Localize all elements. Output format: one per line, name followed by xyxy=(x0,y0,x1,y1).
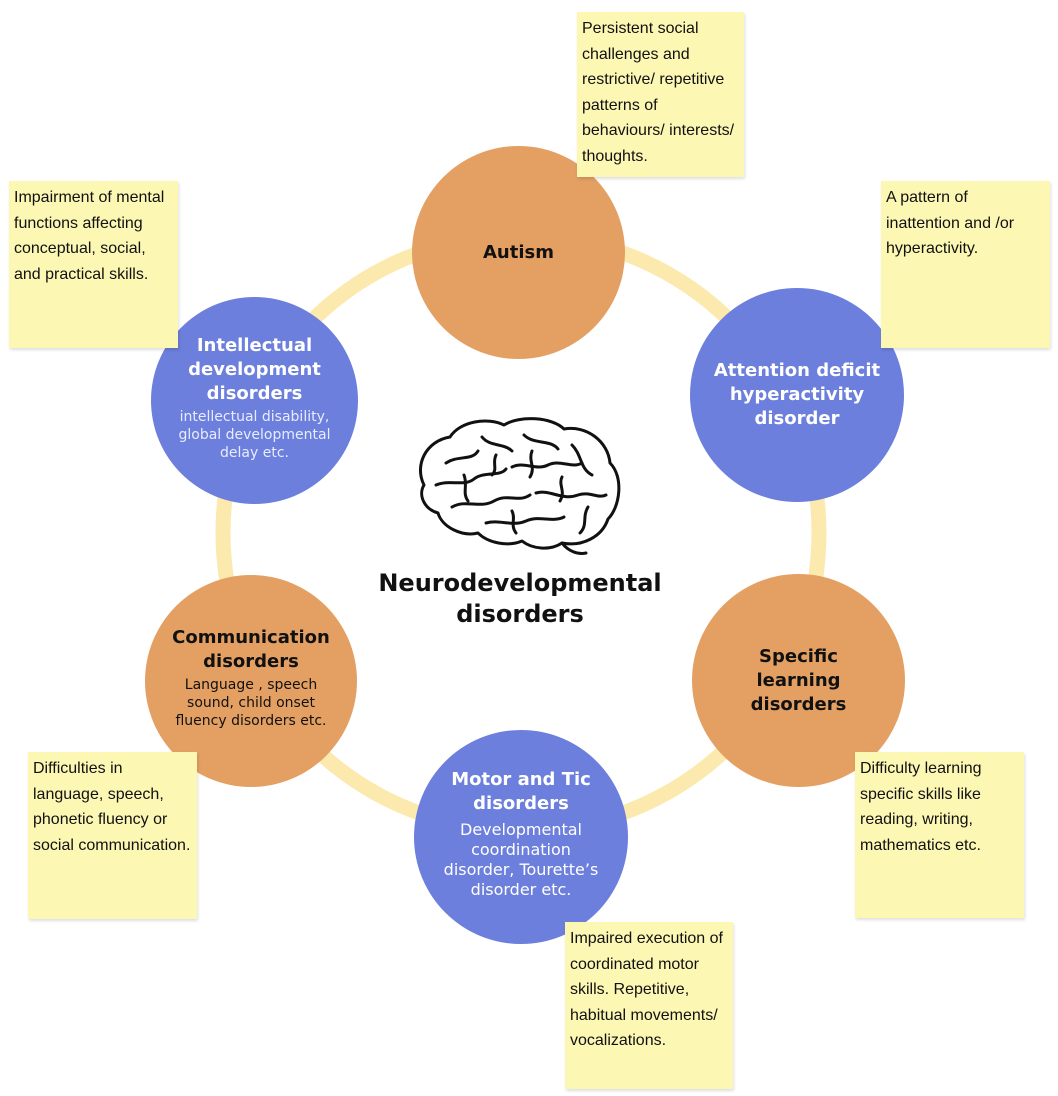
circle-subtitle: Language , speech sound, child onset flu… xyxy=(175,677,327,729)
note-autism: Persistent social challenges and restric… xyxy=(577,12,744,177)
note-communication: Difficulties in language, speech, phonet… xyxy=(28,752,197,919)
circle-specific-learning: Specific learning disorders xyxy=(692,574,905,787)
circle-title: Specific learning disorders xyxy=(750,645,847,715)
brain-icon xyxy=(418,417,621,555)
note-adhd: A pattern of inattention and /or hyperac… xyxy=(881,181,1050,348)
circle-adhd: Attention deficit hyperactivity disorder xyxy=(690,288,904,502)
circle-motor-tic: Motor and Tic disorders Developmental co… xyxy=(414,730,628,944)
note-motor-tic: Impaired execution of coordinated motor … xyxy=(565,922,733,1089)
circle-subtitle: intellectual disability, global developm… xyxy=(178,408,331,461)
circle-title: Motor and Tic disorders xyxy=(451,769,591,814)
circle-intellectual: Intellectual development disorders intel… xyxy=(151,297,358,504)
circle-title: Autism xyxy=(483,241,554,263)
circle-subtitle: Developmental coordination disorder, Tou… xyxy=(443,820,599,899)
circle-title: Communication disorders xyxy=(172,627,330,672)
note-intellectual: Impairment of mental functions affecting… xyxy=(9,181,178,348)
circle-title: Intellectual development disorders xyxy=(188,334,321,404)
circle-communication: Communication disorders Language , speec… xyxy=(145,575,357,787)
note-specific-learning: Difficulty learning specific skills like… xyxy=(855,752,1024,918)
center-title: Neurodevelopmental disorders xyxy=(378,569,662,628)
circle-title: Attention deficit hyperactivity disorder xyxy=(713,360,881,429)
circle-autism: Autism xyxy=(412,146,625,359)
